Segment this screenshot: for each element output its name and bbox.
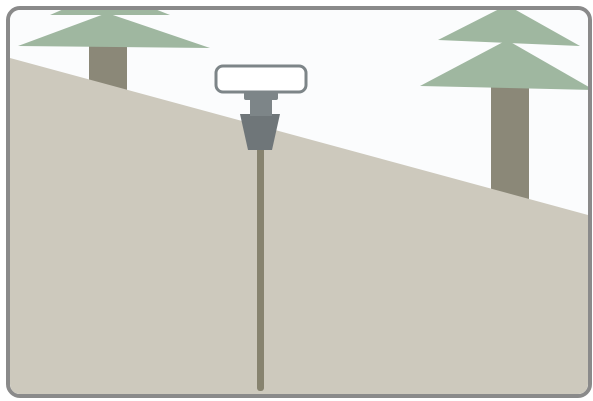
tree-foliage-left-upper [50, 10, 170, 15]
probe-rod [257, 145, 264, 391]
sensor-display-box [216, 66, 306, 92]
diagram-frame [6, 6, 592, 398]
hillside-scene [10, 10, 588, 394]
